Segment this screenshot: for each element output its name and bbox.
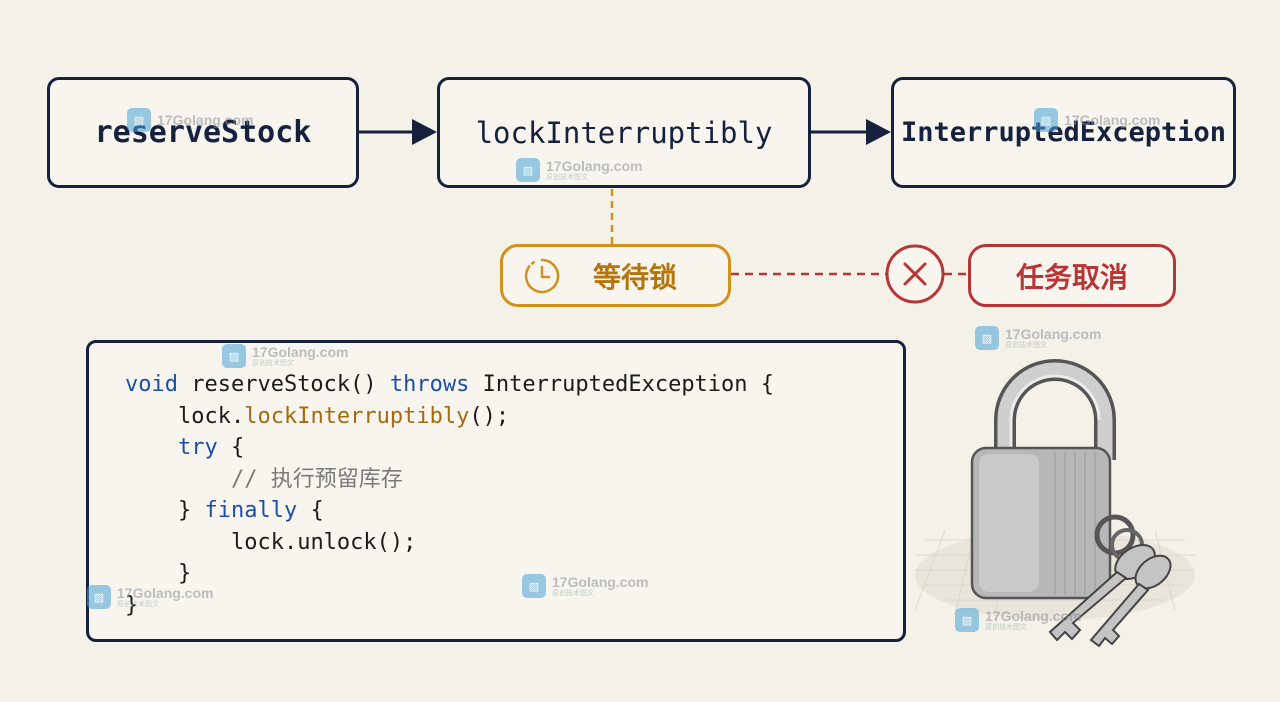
unlock-call: lock.unlock();: [230, 529, 417, 555]
padlock-with-keys-icon: [914, 359, 1195, 648]
code-comment: // 执行预留库存: [230, 466, 403, 492]
code-line-2: lock.lockInterruptibly();: [125, 401, 774, 433]
finally-brace: {: [297, 498, 324, 523]
waiting-label: 等待锁: [593, 260, 678, 294]
exception-type: InterruptedException {: [469, 372, 775, 397]
flow-step-3-label: InterruptedException: [900, 117, 1227, 148]
method-close-brace: }: [125, 592, 139, 618]
cancel-label: 任务取消: [1015, 260, 1128, 294]
code-line-6: lock.unlock();: [125, 527, 774, 559]
waiting-pill: 等待锁: [500, 244, 731, 307]
code-line-8: }: [125, 590, 774, 622]
finally-close-brace: }: [177, 561, 192, 586]
try-brace: {: [217, 435, 245, 460]
method-lock-interruptibly: lockInterruptibly: [244, 403, 470, 429]
code-line-1: void reserveStock() throws InterruptedEx…: [125, 369, 774, 401]
code-block: void reserveStock() throws InterruptedEx…: [125, 369, 774, 621]
arrow-2-head: [866, 119, 891, 145]
code-panel: void reserveStock() throws InterruptedEx…: [86, 340, 906, 642]
flow-step-lock-interruptibly: lockInterruptibly: [437, 77, 811, 188]
code-line-7: }: [125, 558, 774, 590]
flow-step-1-label: reserveStock: [94, 115, 312, 150]
flow-step-2-label: lockInterruptibly: [475, 115, 773, 150]
lock-receiver: lock.: [177, 403, 245, 429]
code-line-3: try {: [125, 432, 774, 464]
method-signature: reserveStock(): [177, 372, 390, 397]
x-circle-icon: [885, 244, 945, 304]
keyword-try: try: [177, 435, 218, 460]
flow-step-interrupted-exception: InterruptedException: [891, 77, 1236, 188]
flow-step-reserve-stock: reserveStock: [47, 77, 359, 188]
keyword-throws: throws: [389, 372, 470, 397]
clock-icon: [524, 258, 560, 293]
keyword-void: void: [125, 372, 178, 397]
keyword-finally: finally: [204, 498, 298, 523]
close-brace: }: [177, 498, 205, 523]
code-line-4: // 执行预留库存: [125, 464, 774, 496]
call-parens: ();: [469, 403, 510, 429]
cancel-pill: 任务取消: [968, 244, 1176, 307]
code-line-5: } finally {: [125, 495, 774, 527]
arrow-1-head: [412, 119, 437, 145]
